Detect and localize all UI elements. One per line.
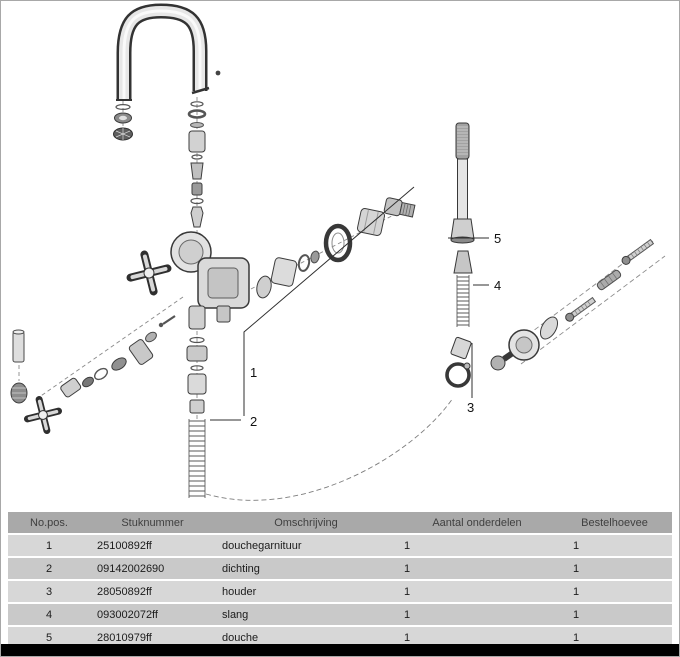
threaded-connector [383, 197, 416, 218]
callout-5-label: 5 [494, 231, 501, 246]
callout-2-label: 2 [250, 414, 257, 429]
col-header-aantal: Aantal onderdelen [397, 512, 557, 533]
table-row: 5 28010979ff douche 1 1 [8, 627, 672, 648]
cell-bestel: 1 [557, 581, 672, 602]
wall-bracket [490, 316, 559, 371]
col-header-stuknummer: Stuknummer [90, 512, 215, 533]
hose-routing-dashed-line [205, 397, 454, 501]
cartridge-parts [34, 296, 184, 401]
spout-connector-stack [187, 97, 207, 239]
cell-bestel: 1 [557, 604, 672, 625]
callout-4: 4 [473, 278, 501, 293]
hand-shower [450, 122, 475, 244]
callout-3: 3 [467, 343, 474, 415]
cell-aantal: 1 [397, 581, 557, 602]
cell-pos: 3 [8, 581, 90, 602]
cell-bestel: 1 [557, 535, 672, 556]
cell-omschrijving: dichting [215, 558, 397, 579]
set-screw [215, 70, 221, 76]
escutcheon-parts [250, 197, 416, 299]
footer-bar [1, 644, 679, 656]
callout-5: 5 [448, 231, 501, 246]
mounting-screw-1 [565, 296, 597, 322]
cell-bestel: 1 [557, 627, 672, 648]
hose-connection-stack [186, 331, 208, 419]
callout-1-2: 1 2 [210, 186, 415, 429]
exploded-diagram: 1 2 [1, 1, 679, 507]
cell-aantal: 1 [397, 627, 557, 648]
shower-hose [456, 275, 470, 327]
callout-3-label: 3 [467, 400, 474, 415]
valve-parts-left [10, 329, 28, 404]
wall-anchor [596, 269, 622, 291]
cell-omschrijving: douche [215, 627, 397, 648]
aerator-parts [113, 101, 133, 142]
cross-handle-bottom [23, 395, 63, 435]
table-row: 2 09142002690 dichting 1 1 [8, 558, 672, 579]
table-header-row: No.pos. Stuknummer Omschrijving Aantal o… [8, 512, 672, 533]
cell-omschrijving: houder [215, 581, 397, 602]
callout-1-label: 1 [250, 365, 257, 380]
cell-bestel: 1 [557, 558, 672, 579]
cell-pos: 4 [8, 604, 90, 625]
cell-omschrijving: douchegarnituur [215, 535, 397, 556]
parts-table: No.pos. Stuknummer Omschrijving Aantal o… [8, 510, 672, 650]
cell-stuknummer: 28050892ff [90, 581, 215, 602]
table-row: 3 28050892ff houder 1 1 [8, 581, 672, 602]
exploded-view-drawing: 1 2 [10, 3, 666, 501]
mounting-dashed-lines [508, 240, 666, 365]
table-row: 1 25100892ff douchegarnituur 1 1 [8, 535, 672, 556]
hose-cone [453, 250, 473, 274]
col-header-omschrijving: Omschrijving [215, 512, 397, 533]
cell-pos: 1 [8, 535, 90, 556]
col-header-pos: No.pos. [8, 512, 90, 533]
table-row: 4 093002072ff slang 1 1 [8, 604, 672, 625]
cell-stuknummer: 093002072ff [90, 604, 215, 625]
cell-aantal: 1 [397, 535, 557, 556]
callout-4-label: 4 [494, 278, 501, 293]
cell-stuknummer: 28010979ff [90, 627, 215, 648]
cell-aantal: 1 [397, 604, 557, 625]
cell-pos: 5 [8, 627, 90, 648]
mounting-screw-2 [621, 238, 655, 265]
cell-pos: 2 [8, 558, 90, 579]
cell-stuknummer: 09142002690 [90, 558, 215, 579]
mixer-body [170, 231, 250, 330]
spout [116, 3, 221, 101]
cell-stuknummer: 25100892ff [90, 535, 215, 556]
cross-handle-top [126, 250, 172, 296]
col-header-bestel: Bestelhoevee [557, 512, 672, 533]
hose-coil-bottom [188, 419, 206, 498]
cell-aantal: 1 [397, 558, 557, 579]
cell-omschrijving: slang [215, 604, 397, 625]
shower-holder [445, 336, 472, 388]
